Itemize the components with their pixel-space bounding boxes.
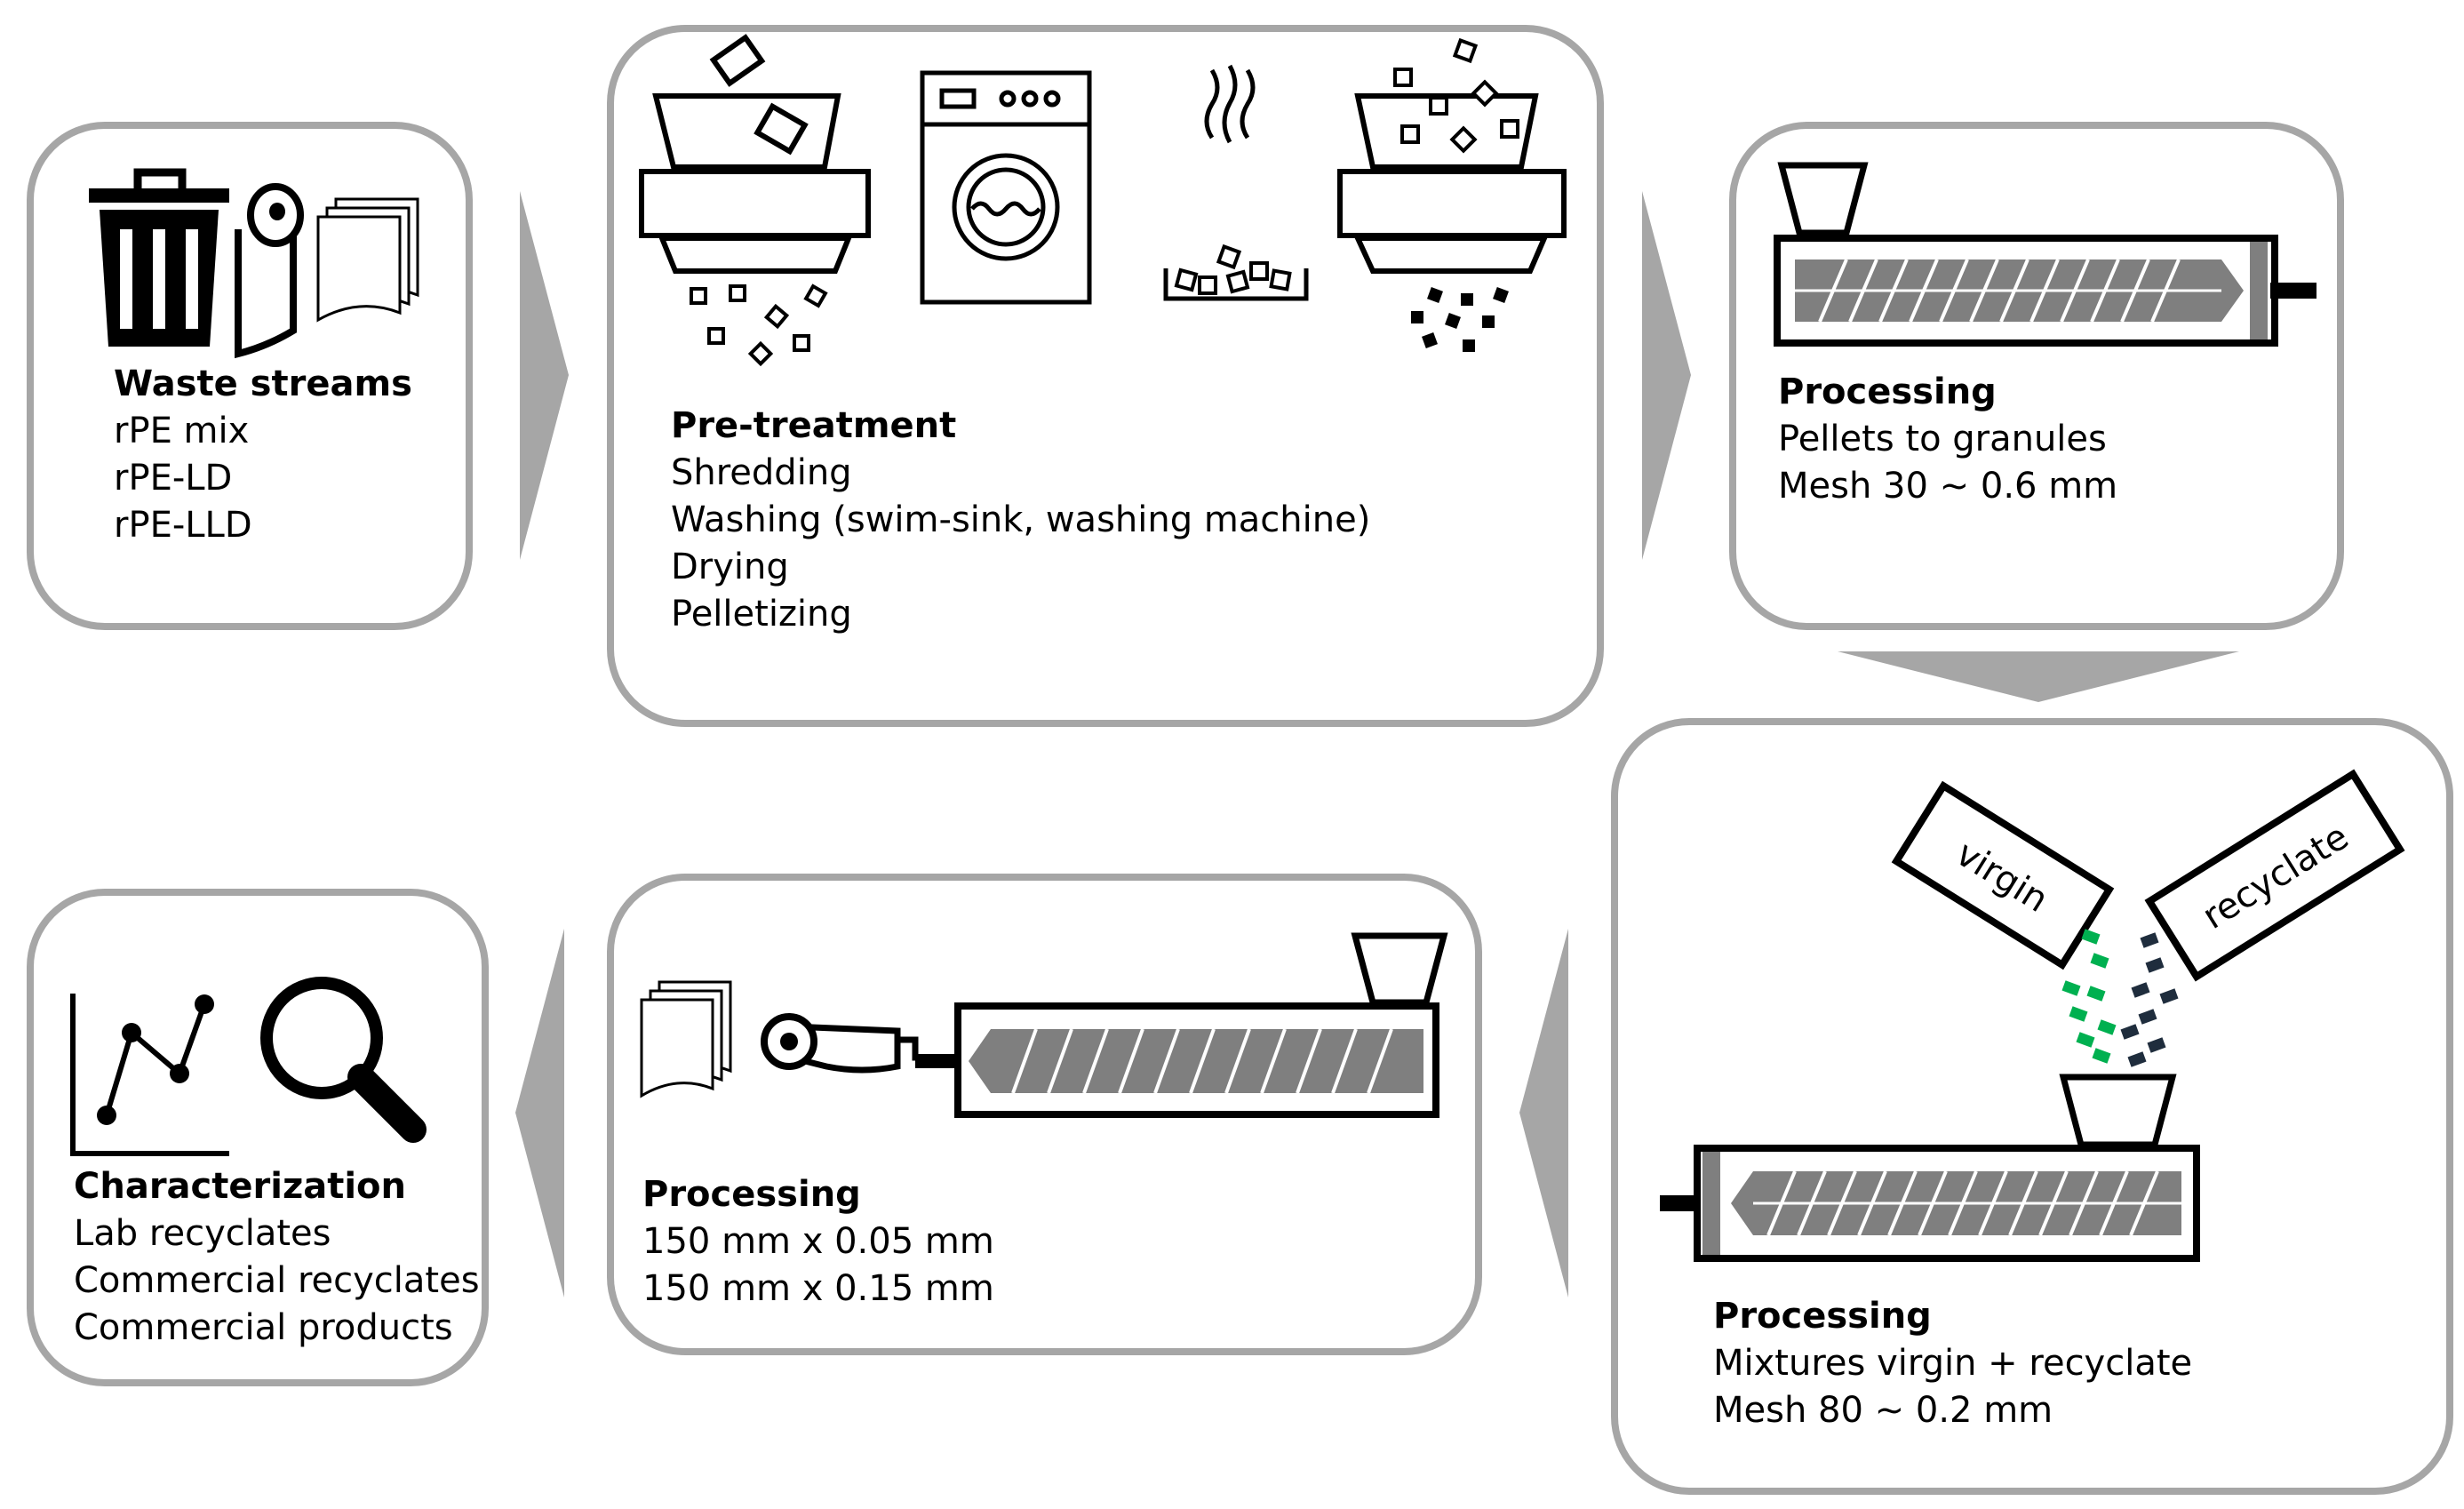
magnifier-icon [260, 977, 427, 1143]
recyclate-hopper: recyclate [2144, 769, 2405, 982]
film-title: Processing [642, 1174, 861, 1215]
granulation-text: Processing Pellets to granules Mesh 30 ~… [1778, 369, 2117, 510]
film-sheets-icon [640, 980, 732, 1098]
waste-item: rPE-LLD [114, 505, 252, 546]
hopper-icon [2059, 1074, 2177, 1148]
film-sheets-icon [316, 197, 419, 323]
extruder-icon [915, 932, 1448, 1118]
virgin-hopper: virgin [1891, 780, 2115, 970]
pretreatment-item: Shredding [671, 452, 852, 493]
characterization-item: Commercial recyclates [74, 1260, 480, 1301]
extruder-icon [1774, 162, 2316, 347]
arrow-right-icon [520, 191, 569, 560]
granulation-item: Pellets to granules [1778, 419, 2107, 459]
extruder-icon [1660, 1074, 2200, 1262]
hopper-icon [1777, 162, 1869, 236]
pretreatment-title: Pre-treatment [671, 405, 957, 446]
compounding-text: Processing Mixtures virgin + recyclate M… [1713, 1293, 2192, 1434]
trash-bin-icon [89, 168, 229, 347]
waste-item: rPE-LD [114, 458, 233, 499]
pelletizer-icon [1337, 37, 1567, 352]
virgin-granules [2061, 929, 2117, 1064]
characterization-item: Commercial products [74, 1307, 453, 1348]
compounding-item: Mesh 80 ~ 0.2 mm [1713, 1390, 2053, 1431]
shredder-icon [639, 34, 871, 367]
granulation-item: Mesh 30 ~ 0.6 mm [1778, 466, 2118, 507]
washing-machine-icon [920, 70, 1092, 305]
arrow-down-icon [1838, 651, 2239, 702]
characterization-text: Characterization Lab recyclates Commerci… [74, 1163, 480, 1352]
pretreatment-item: Drying [671, 547, 789, 587]
film-item: 150 mm x 0.05 mm [642, 1221, 994, 1262]
line-chart-icon [70, 994, 229, 1156]
hopper-icon [1351, 932, 1448, 1006]
characterization-title: Characterization [74, 1166, 407, 1207]
arrow-right-icon [1642, 191, 1691, 560]
waste-streams-title: Waste streams [114, 363, 412, 404]
granulation-title: Processing [1778, 371, 1997, 412]
pretreatment-item: Pelletizing [671, 594, 852, 635]
pretreatment-item: Washing (swim-sink, washing machine) [671, 499, 1371, 540]
waste-streams-text: Waste streams rPE mix rPE-LD rPE-LLD [114, 361, 412, 549]
arrow-left-icon [515, 929, 564, 1297]
film-text: Processing 150 mm x 0.05 mm 150 mm x 0.1… [642, 1171, 994, 1313]
drying-icon [1163, 64, 1309, 301]
waste-item: rPE mix [114, 411, 250, 451]
film-item: 150 mm x 0.15 mm [642, 1268, 994, 1309]
characterization-item: Lab recyclates [74, 1213, 331, 1254]
compounding-item: Mixtures virgin + recyclate [1713, 1343, 2193, 1384]
arrow-left-icon [1519, 929, 1568, 1297]
compounding-title: Processing [1713, 1296, 1932, 1337]
recyclate-granules [2120, 932, 2179, 1067]
pretreatment-text: Pre-treatment Shredding Washing (swim-si… [671, 403, 1370, 638]
film-roll-icon [235, 183, 304, 359]
